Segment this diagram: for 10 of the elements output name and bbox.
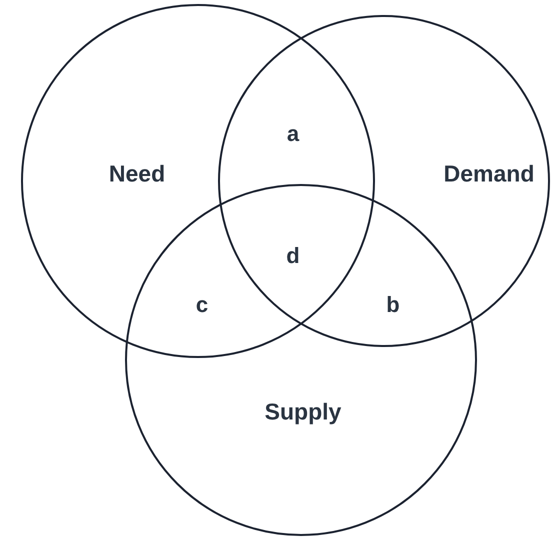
venn-circle	[125, 184, 477, 536]
set-label: Supply	[264, 398, 342, 426]
region-label: d	[286, 243, 300, 269]
venn-circle	[21, 4, 375, 358]
region-label: b	[386, 292, 400, 318]
region-label: c	[196, 292, 208, 318]
set-label: Need	[108, 160, 166, 188]
set-label: Demand	[444, 160, 534, 188]
region-label: a	[286, 121, 300, 147]
venn-circle	[218, 15, 550, 347]
